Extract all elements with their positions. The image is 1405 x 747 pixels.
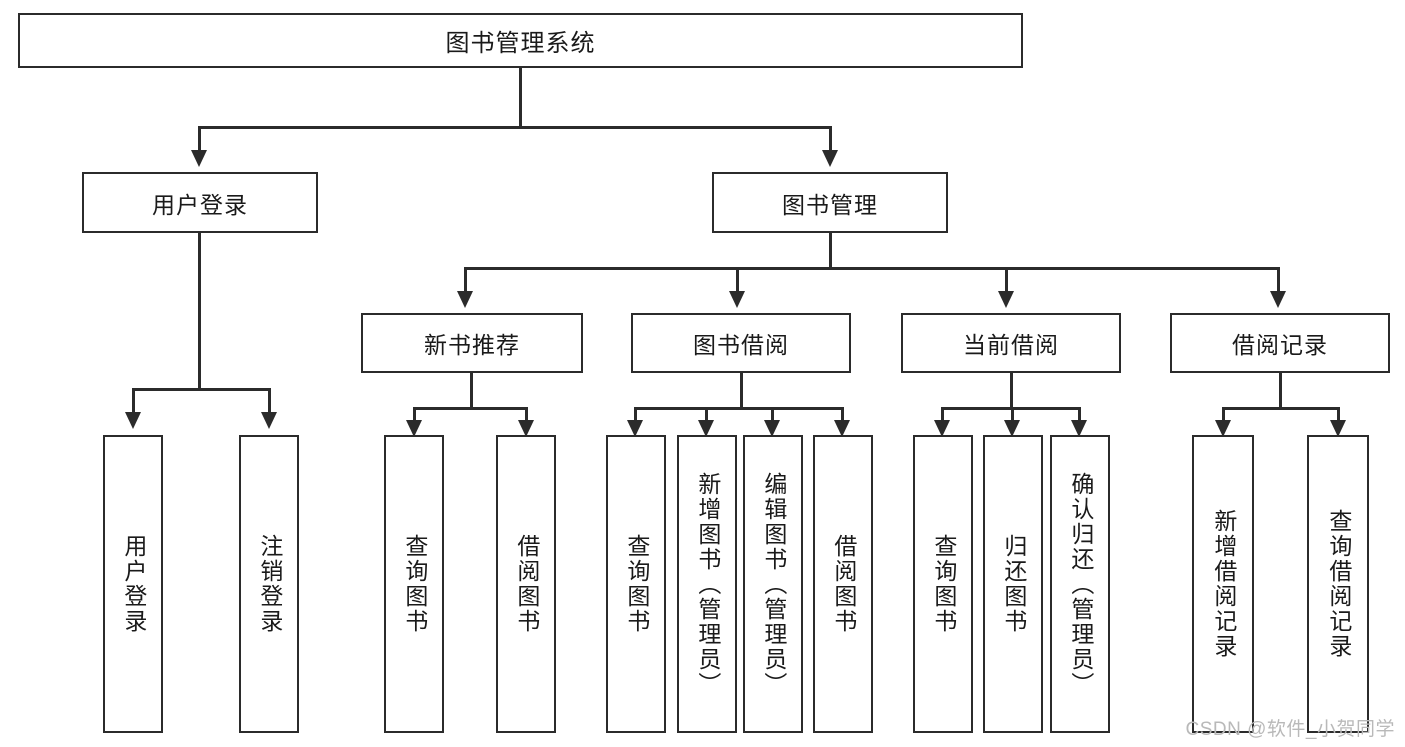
node-user-login[interactable]: 用户登录 bbox=[82, 172, 318, 233]
node-label: 查询图书 bbox=[401, 534, 428, 634]
connector-borrow-record-drop-2 bbox=[1337, 407, 1340, 428]
leaf-user-login-login[interactable]: 用户登录 bbox=[103, 435, 163, 733]
node-label: 新增借阅记录 bbox=[1210, 509, 1237, 659]
connector-user-login-stem bbox=[198, 233, 201, 390]
arrowhead-leaf-book-borrow-2 bbox=[698, 420, 714, 437]
node-current-borrow[interactable]: 当前借阅 bbox=[901, 313, 1121, 373]
node-label: 确认归还（管理员） bbox=[1067, 471, 1094, 697]
connector-current-borrow-stem bbox=[1010, 373, 1013, 409]
connector-book-mgmt-drop-3 bbox=[1005, 267, 1008, 295]
node-label: 查询图书 bbox=[623, 534, 650, 634]
leaf-new-book-query[interactable]: 查询图书 bbox=[384, 435, 444, 733]
connector-user-login-drop-2 bbox=[268, 388, 271, 416]
arrowhead-user-login bbox=[191, 150, 207, 167]
leaf-current-borrow-confirm-return[interactable]: 确认归还（管理员） bbox=[1050, 435, 1110, 733]
connector-current-borrow-drop-3 bbox=[1078, 407, 1081, 428]
arrowhead-leaf-current-borrow-1 bbox=[934, 420, 950, 437]
arrowhead-leaf-book-borrow-4 bbox=[834, 420, 850, 437]
leaf-book-borrow-query[interactable]: 查询图书 bbox=[606, 435, 666, 733]
connector-book-mgmt-drop-4 bbox=[1277, 267, 1280, 295]
connector-borrow-record-stem bbox=[1279, 373, 1282, 409]
connector-root-stem bbox=[519, 68, 522, 128]
connector-current-borrow-drop-1 bbox=[941, 407, 944, 428]
arrowhead-leaf-user-login-1 bbox=[125, 412, 141, 429]
arrowhead-book-mgmt bbox=[822, 150, 838, 167]
node-book-management[interactable]: 图书管理 bbox=[712, 172, 948, 233]
arrowhead-leaf-book-borrow-1 bbox=[627, 420, 643, 437]
node-label: 借阅图书 bbox=[513, 534, 540, 634]
node-new-book-recommend[interactable]: 新书推荐 bbox=[361, 313, 583, 373]
connector-book-borrow-drop-1 bbox=[634, 407, 637, 428]
connector-book-borrow-drop-3 bbox=[771, 407, 774, 428]
watermark-text: CSDN @软件_小贺同学 bbox=[1185, 719, 1395, 740]
arrowhead-book-borrow bbox=[729, 291, 745, 308]
leaf-current-borrow-query[interactable]: 查询图书 bbox=[913, 435, 973, 733]
node-label: 新增图书（管理员） bbox=[694, 471, 721, 697]
node-label: 图书管理系统 bbox=[445, 30, 596, 57]
node-label: 查询图书 bbox=[930, 534, 957, 634]
connector-book-borrow-stem bbox=[740, 373, 743, 409]
connector-book-mgmt-drop-1 bbox=[464, 267, 467, 295]
connector-root-bus bbox=[198, 126, 832, 129]
connector-root-to-book-mgmt bbox=[829, 126, 832, 154]
connector-book-mgmt-drop-2 bbox=[736, 267, 739, 295]
arrowhead-leaf-new-book-2 bbox=[518, 420, 534, 437]
leaf-current-borrow-return[interactable]: 归还图书 bbox=[983, 435, 1043, 733]
node-label: 图书管理 bbox=[782, 191, 878, 218]
arrowhead-leaf-current-borrow-3 bbox=[1071, 420, 1087, 437]
node-book-borrow[interactable]: 图书借阅 bbox=[631, 313, 851, 373]
leaf-book-borrow-edit[interactable]: 编辑图书（管理员） bbox=[743, 435, 803, 733]
node-label: 当前借阅 bbox=[963, 332, 1059, 358]
node-label: 图书借阅 bbox=[693, 332, 789, 358]
connector-new-book-bus bbox=[413, 407, 528, 410]
leaf-book-borrow-borrow[interactable]: 借阅图书 bbox=[813, 435, 873, 733]
arrowhead-leaf-new-book-1 bbox=[406, 420, 422, 437]
connector-root-to-user-login bbox=[198, 126, 201, 154]
arrowhead-leaf-current-borrow-2 bbox=[1004, 420, 1020, 437]
connector-user-login-bus bbox=[132, 388, 270, 391]
arrowhead-new-book bbox=[457, 291, 473, 308]
arrowhead-leaf-borrow-record-1 bbox=[1215, 420, 1231, 437]
connector-book-mgmt-stem bbox=[829, 233, 832, 269]
arrowhead-leaf-borrow-record-2 bbox=[1330, 420, 1346, 437]
node-label: 编辑图书（管理员） bbox=[760, 471, 787, 697]
node-label: 查询借阅记录 bbox=[1325, 509, 1352, 659]
node-label: 归还图书 bbox=[1000, 534, 1027, 634]
connector-new-book-drop-1 bbox=[413, 407, 416, 428]
connector-book-borrow-drop-4 bbox=[841, 407, 844, 428]
node-label: 借阅图书 bbox=[830, 534, 857, 634]
leaf-book-borrow-add[interactable]: 新增图书（管理员） bbox=[677, 435, 737, 733]
arrowhead-leaf-user-login-2 bbox=[261, 412, 277, 429]
node-label: 借阅记录 bbox=[1232, 332, 1328, 358]
node-label: 新书推荐 bbox=[424, 332, 520, 358]
node-label: 用户登录 bbox=[120, 534, 147, 634]
connector-current-borrow-drop-2 bbox=[1011, 407, 1014, 428]
node-label: 用户登录 bbox=[152, 191, 248, 218]
connector-new-book-drop-2 bbox=[525, 407, 528, 428]
connector-book-borrow-drop-2 bbox=[705, 407, 708, 428]
connector-user-login-drop-1 bbox=[132, 388, 135, 416]
connector-borrow-record-bus bbox=[1222, 407, 1340, 410]
arrowhead-current-borrow bbox=[998, 291, 1014, 308]
connector-book-borrow-bus bbox=[634, 407, 844, 410]
node-borrow-record[interactable]: 借阅记录 bbox=[1170, 313, 1390, 373]
arrowhead-leaf-book-borrow-3 bbox=[764, 420, 780, 437]
leaf-new-book-borrow[interactable]: 借阅图书 bbox=[496, 435, 556, 733]
leaf-borrow-record-add[interactable]: 新增借阅记录 bbox=[1192, 435, 1254, 733]
arrowhead-borrow-record bbox=[1270, 291, 1286, 308]
node-root-system[interactable]: 图书管理系统 bbox=[18, 13, 1023, 68]
leaf-borrow-record-query[interactable]: 查询借阅记录 bbox=[1307, 435, 1369, 733]
node-label: 注销登录 bbox=[256, 534, 283, 634]
connector-new-book-stem bbox=[470, 373, 473, 409]
leaf-user-login-logout[interactable]: 注销登录 bbox=[239, 435, 299, 733]
connector-book-mgmt-bus bbox=[464, 267, 1280, 270]
connector-borrow-record-drop-1 bbox=[1222, 407, 1225, 428]
